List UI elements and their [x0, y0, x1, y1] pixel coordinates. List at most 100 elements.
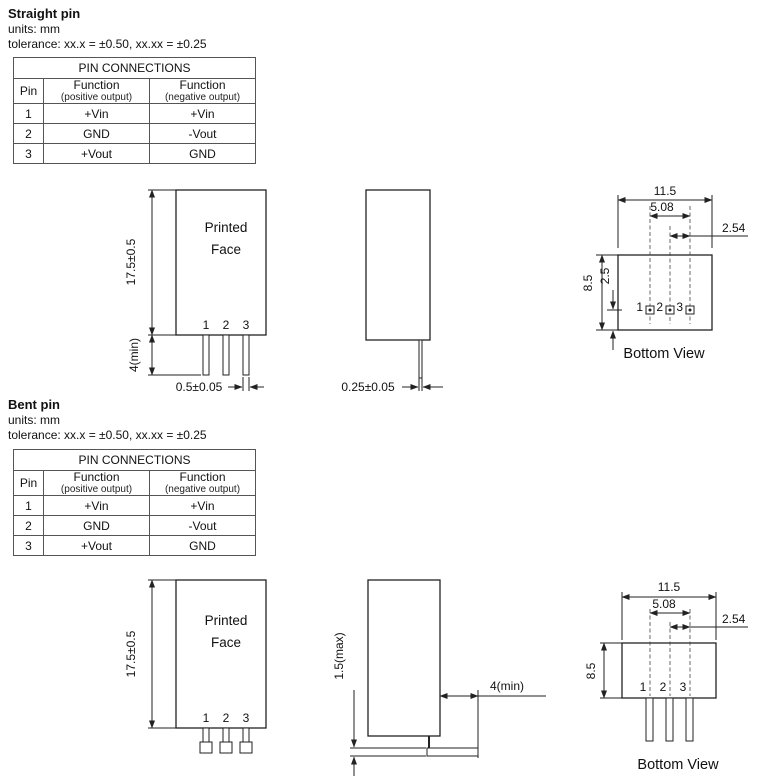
- dim-body-width: 11.5: [654, 184, 677, 198]
- cell-positive: +Vout: [43, 143, 150, 164]
- pin-number: 3: [676, 300, 683, 314]
- table-row: 3 +Vout GND: [13, 535, 256, 556]
- pin-3: [242, 334, 250, 376]
- cell-negative: -Vout: [149, 123, 256, 144]
- straight-side-view: 0.25±0.05: [341, 189, 443, 394]
- pin-1: [202, 727, 210, 743]
- cell-negative: GND: [149, 535, 256, 556]
- pin-number: 1: [203, 318, 210, 332]
- bent-tolerance-note: tolerance: xx.x = ±0.50, xx.xx = ±0.25: [8, 428, 207, 442]
- pin-number: 2: [656, 300, 663, 314]
- bent-section-title: Bent pin: [8, 397, 60, 412]
- package-body-side: [365, 189, 431, 341]
- col-header-negative-line1: Function: [179, 470, 226, 484]
- pin-number: 3: [680, 680, 687, 694]
- pin-3: [685, 697, 694, 742]
- bent-pin-foot: [426, 747, 479, 757]
- straight-tolerance-note: tolerance: xx.x = ±0.50, xx.xx = ±0.25: [8, 37, 207, 51]
- bottom-view-caption: Bottom View: [637, 757, 719, 773]
- straight-pin-connections-table: PIN CONNECTIONS Pin Function(positive ou…: [13, 57, 256, 164]
- straight-units-note: units: mm: [8, 22, 61, 36]
- dim-foot-length: 4(min): [490, 679, 524, 693]
- cell-pin: 3: [13, 143, 44, 164]
- printed-face-label-line2: Face: [211, 635, 241, 650]
- package-body-front: [175, 579, 267, 729]
- col-header-positive-line1: Function: [73, 470, 120, 484]
- col-header-positive: Function(positive output): [43, 470, 150, 496]
- cell-positive: GND: [43, 515, 150, 536]
- cell-positive: GND: [43, 123, 150, 144]
- printed-face-label-line1: Printed: [205, 613, 248, 628]
- pad-dot: [648, 308, 652, 312]
- dim-pin-span: 5.08: [650, 200, 674, 214]
- pad-dot: [668, 308, 672, 312]
- printed-face-label-line2: Face: [211, 242, 241, 257]
- cell-positive: +Vout: [43, 535, 150, 556]
- bent-pin-drawing: Printed Face 1 2 3 17.5±0.5 1.5(max) 4(m…: [124, 579, 748, 776]
- pin-1: [202, 334, 210, 376]
- package-body-bottom: [621, 642, 717, 699]
- dim-pin-row-offset: 2.5: [598, 267, 612, 284]
- pin-number: 2: [223, 711, 230, 725]
- straight-front-view: Printed Face 1 2 3 17.5±0.5 4(min) 0.5±0…: [124, 189, 267, 394]
- dim-pin-pitch: 2.54: [722, 221, 746, 235]
- pin-3: [242, 727, 250, 743]
- dim-pin-width: 0.5±0.05: [176, 380, 223, 394]
- cell-negative: +Vin: [149, 103, 256, 124]
- col-header-positive-line1: Function: [73, 78, 120, 92]
- cell-pin: 2: [13, 123, 44, 144]
- dim-body-width: 11.5: [658, 580, 681, 594]
- pin-number: 1: [636, 300, 643, 314]
- pin-2: [222, 727, 230, 743]
- pin-number: 3: [243, 711, 250, 725]
- bent-bottom-view: 11.5 5.08 2.54 8.5 1 2 3 Bottom View: [584, 580, 748, 773]
- dim-pin-span: 5.08: [652, 597, 676, 611]
- table-row: 1 +Vin +Vin: [13, 103, 256, 124]
- cell-negative: +Vin: [149, 495, 256, 516]
- straight-bottom-view: 11.5 5.08 2.54 8.5 2.5 1 2 3 Bottom View: [581, 184, 748, 362]
- bent-units-note: units: mm: [8, 413, 61, 427]
- cell-negative: GND: [149, 143, 256, 164]
- table-title: PIN CONNECTIONS: [13, 449, 256, 471]
- dim-body-height: 17.5±0.5: [124, 630, 138, 677]
- pin-number: 3: [243, 318, 250, 332]
- bottom-view-caption: Bottom View: [623, 346, 705, 362]
- col-header-negative-line2: (negative output): [164, 92, 241, 103]
- pin-number: 2: [660, 680, 667, 694]
- dim-body-depth: 8.5: [584, 662, 598, 679]
- pin-1: [645, 697, 654, 742]
- pin-number: 1: [640, 680, 647, 694]
- col-header-positive-line2: (positive output): [60, 92, 133, 103]
- col-header-negative: Function(negative output): [149, 470, 256, 496]
- side-pin: [418, 339, 423, 379]
- cell-pin: 2: [13, 515, 44, 536]
- cell-pin: 1: [13, 103, 44, 124]
- col-header-negative-line2: (negative output): [164, 484, 241, 495]
- pin-1-foot: [199, 741, 213, 754]
- pin-3-foot: [239, 741, 253, 754]
- cell-negative: -Vout: [149, 515, 256, 536]
- package-body-side: [367, 579, 441, 737]
- cell-positive: +Vin: [43, 495, 150, 516]
- bent-side-view: 1.5(max) 4(min): [332, 579, 546, 776]
- dim-body-depth: 8.5: [581, 274, 595, 291]
- col-header-pin: Pin: [13, 470, 44, 496]
- dim-foot-height: 1.5(max): [332, 632, 346, 679]
- col-header-positive: Function(positive output): [43, 78, 150, 104]
- package-body-front: [175, 189, 267, 336]
- cell-positive: +Vin: [43, 103, 150, 124]
- col-header-positive-line2: (positive output): [60, 484, 133, 495]
- pin-number: 1: [203, 711, 210, 725]
- dim-pin-pitch: 2.54: [722, 612, 746, 626]
- col-header-pin: Pin: [13, 78, 44, 104]
- table-row: 2 GND -Vout: [13, 123, 256, 144]
- table-row: 3 +Vout GND: [13, 143, 256, 164]
- cell-pin: 3: [13, 535, 44, 556]
- pin-2: [665, 697, 674, 742]
- pin-2-foot: [219, 741, 233, 754]
- bent-pin-connections-table: PIN CONNECTIONS Pin Function(positive ou…: [13, 449, 256, 556]
- col-header-negative: Function(negative output): [149, 78, 256, 104]
- printed-face-label-line1: Printed: [205, 220, 248, 235]
- pad-dot: [688, 308, 692, 312]
- bent-front-view: Printed Face 1 2 3 17.5±0.5: [124, 579, 267, 754]
